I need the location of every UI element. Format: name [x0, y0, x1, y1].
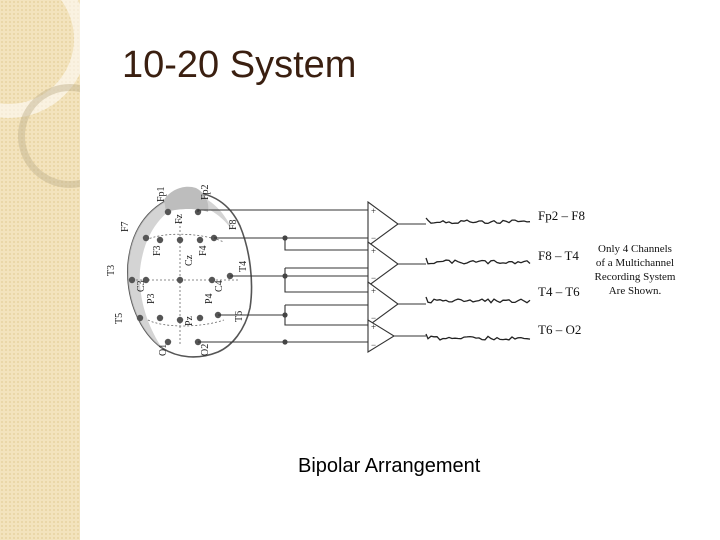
electrode-t5 — [136, 314, 144, 322]
svg-text:−: − — [371, 273, 376, 283]
electrode-o1 — [164, 338, 172, 346]
amplifier-3 — [367, 280, 399, 328]
svg-text:Recording System: Recording System — [595, 271, 676, 283]
amplifier-2 — [367, 240, 399, 288]
amplifier-4 — [367, 319, 396, 353]
svg-text:+: + — [371, 206, 376, 216]
svg-text:of a Multichannel: of a Multichannel — [596, 257, 674, 269]
eeg-trace-2 — [425, 257, 531, 265]
label-t6: T6 — [234, 311, 245, 322]
slide-title: 10-20 System — [122, 44, 357, 86]
label-fz: Fz — [174, 213, 185, 224]
electrode-c4 — [208, 276, 216, 284]
svg-text:Are Shown.: Are Shown. — [609, 285, 662, 297]
svg-text:−: − — [371, 233, 376, 243]
label-t3: T3 — [106, 265, 117, 276]
electrode-f3 — [156, 236, 164, 244]
amplifier-outputs — [394, 223, 426, 337]
diagram-caption: Bipolar Arrangement — [298, 455, 481, 477]
channel-label-2: F8 – T4 — [538, 248, 579, 263]
channel-label-4: T6 – O2 — [538, 322, 581, 337]
electrode-fp1 — [164, 208, 172, 216]
electrode-p4 — [196, 314, 204, 322]
electrode-c3 — [142, 276, 150, 284]
decorative-sidebar — [0, 0, 80, 540]
label-c3: C3 — [136, 280, 147, 292]
channel-note: Only 4 Channels of a Multichannel Record… — [595, 243, 676, 297]
label-pz: Pz — [184, 315, 195, 326]
label-t4: T4 — [238, 261, 249, 272]
label-f7: F7 — [120, 221, 131, 232]
svg-text:+: + — [371, 286, 376, 296]
amplifier-1 — [367, 200, 399, 248]
eeg-trace-4 — [425, 333, 531, 341]
electrode-f4 — [196, 236, 204, 244]
amplifiers — [367, 200, 399, 353]
wiring-junctions — [282, 235, 288, 345]
eeg-trace-1 — [425, 217, 531, 225]
svg-text:+: + — [371, 246, 376, 256]
label-c4: C4 — [214, 280, 225, 292]
electrode-p3 — [156, 314, 164, 322]
electrode-pz — [176, 316, 184, 324]
svg-text:Only 4 Channels: Only 4 Channels — [598, 243, 672, 255]
bipolar-montage-diagram: Fp1 Fp2 F7 F3 Fz F4 F8 T3 C3 Cz C4 T4 T5… — [106, 184, 676, 358]
label-o2: O2 — [200, 344, 211, 356]
scalp-outline — [127, 191, 253, 358]
amplifier-signs: + − + − + − + − — [371, 206, 376, 350]
label-cz: Cz — [184, 254, 195, 266]
nose-shading — [164, 186, 209, 212]
svg-text:−: − — [371, 313, 376, 323]
label-f4: F4 — [198, 245, 209, 256]
label-o1: O1 — [158, 344, 169, 356]
label-p4: P4 — [204, 293, 215, 304]
svg-text:+: + — [371, 322, 376, 332]
channel-label-3: T4 – T6 — [538, 284, 580, 299]
label-t5: T5 — [114, 313, 125, 324]
channel-label-1: Fp2 – F8 — [538, 208, 585, 223]
label-f8: F8 — [228, 219, 239, 230]
label-fp1: Fp1 — [156, 186, 167, 202]
electrode-cz — [176, 276, 184, 284]
label-f3: F3 — [152, 245, 163, 256]
electrode-f7 — [142, 234, 150, 242]
svg-text:−: − — [371, 340, 376, 350]
label-fp2: Fp2 — [200, 184, 211, 200]
eeg-trace-3 — [425, 296, 531, 304]
electrode-t3 — [128, 276, 136, 284]
electrode-fz — [176, 236, 184, 244]
label-p3: P3 — [146, 293, 157, 304]
